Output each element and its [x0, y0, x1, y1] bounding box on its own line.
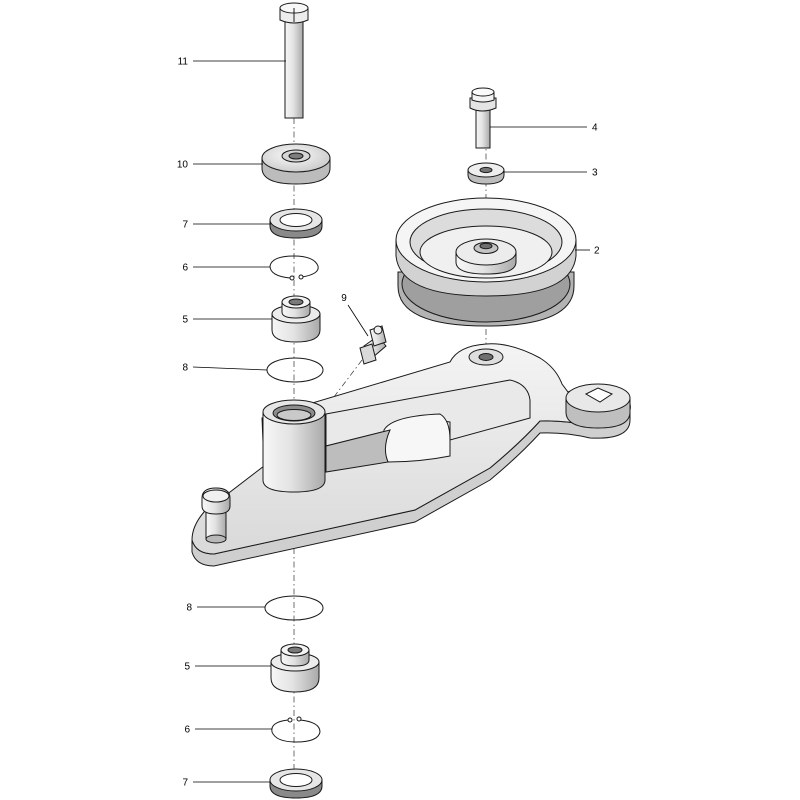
- idler-arm-rib-shadow: [325, 429, 391, 473]
- callout-11: 11: [178, 57, 189, 68]
- part-2-idler-pulley: [395, 197, 577, 327]
- part-4-pulley-bolt: [469, 87, 497, 149]
- callout-9: 9: [341, 293, 347, 304]
- part-8-oring-upper: [266, 357, 324, 383]
- callout-4: 4: [592, 123, 598, 134]
- arm-square-hub: [565, 383, 631, 429]
- callout-10: 10: [177, 160, 189, 171]
- callout-8-lower: 8: [186, 603, 192, 614]
- part-9-grease-fitting: [359, 325, 387, 365]
- callout-7-lower: 7: [182, 778, 188, 789]
- part-7-seal-upper: [269, 208, 323, 239]
- part-6-snap-ring-lower: [271, 716, 321, 743]
- part-10-dust-cap: [261, 143, 331, 185]
- part-7-seal-lower: [269, 768, 323, 799]
- callout-3: 3: [592, 168, 598, 179]
- part-5-bearing-lower: [270, 643, 320, 693]
- callouts: 11 10 7 6 5 8 9 4 3 2 8 5 6 7: [177, 57, 600, 789]
- leader-8-upper: [192, 366, 268, 371]
- arm-pulley-boss-hole: [478, 353, 494, 361]
- leader-9: [347, 304, 369, 337]
- callout-6-upper: 6: [182, 263, 188, 274]
- grease-fitting-axis: [317, 359, 363, 419]
- arm-tension-stud: [201, 487, 231, 544]
- idler-arm: [191, 343, 631, 567]
- part-6-snap-ring-upper: [269, 255, 319, 281]
- callout-6-lower: 6: [184, 725, 190, 736]
- callout-5-lower: 5: [184, 662, 190, 673]
- callout-2: 2: [594, 246, 600, 257]
- part-11-bolt: [279, 2, 309, 119]
- callout-7-upper: 7: [182, 220, 188, 231]
- arm-pivot-tube: [262, 399, 326, 493]
- part-5-bearing-upper: [271, 295, 321, 343]
- part-8-oring-lower: [264, 595, 324, 621]
- part-3-washer: [467, 162, 505, 185]
- callout-8-upper: 8: [182, 363, 188, 374]
- callout-5-upper: 5: [182, 315, 188, 326]
